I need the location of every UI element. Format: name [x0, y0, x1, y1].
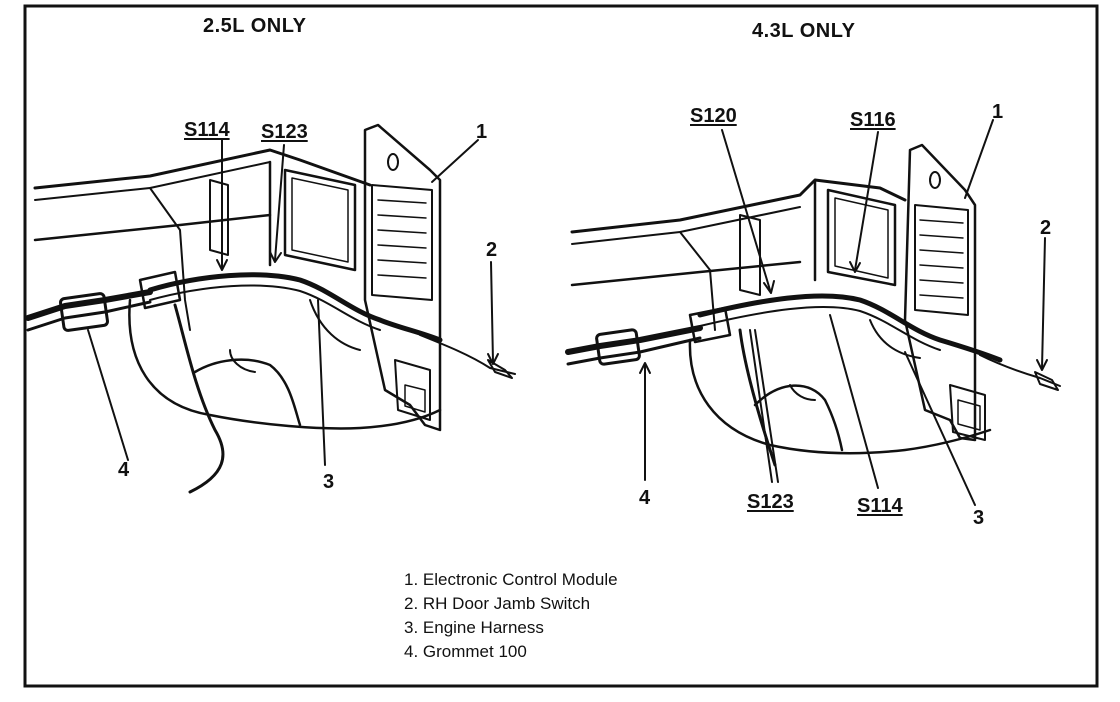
left-vehicle-drawing [25, 123, 516, 494]
right-callout-2: 2 [1040, 217, 1052, 239]
legend-item-grommet: 4. Grommet 100 [404, 642, 527, 661]
right-panel-title: 4.3L ONLY [752, 20, 856, 42]
legend-item-engine-harness: 3. Engine Harness [404, 618, 544, 637]
left-callout-1: 1 [476, 121, 488, 143]
legend-item-door-jamb-switch: 2. RH Door Jamb Switch [404, 594, 591, 613]
legend-item-ecm: 1. Electronic Control Module [404, 570, 618, 589]
figure-border [23, 4, 1099, 688]
left-splice-label-s114: S114 [184, 119, 230, 141]
right-splice-label-s120: S120 [690, 105, 737, 127]
left-callout-3: 3 [323, 471, 335, 493]
right-callout-4: 4 [639, 487, 651, 509]
left-callout-4: 4 [118, 459, 130, 481]
left-splice-label-s123: S123 [261, 121, 308, 143]
right-splice-label-s116: S116 [850, 109, 896, 131]
right-callout-3: 3 [973, 507, 985, 529]
legend: 1. Electronic Control Module 2. RH Door … [404, 568, 618, 664]
right-splice-label-s114: S114 [857, 495, 903, 517]
left-panel-title: 2.5L ONLY [203, 15, 307, 37]
right-callout-1: 1 [992, 101, 1004, 123]
left-callout-2: 2 [486, 239, 498, 261]
right-vehicle-drawing [565, 119, 1061, 506]
right-splice-label-s123: S123 [747, 491, 794, 513]
